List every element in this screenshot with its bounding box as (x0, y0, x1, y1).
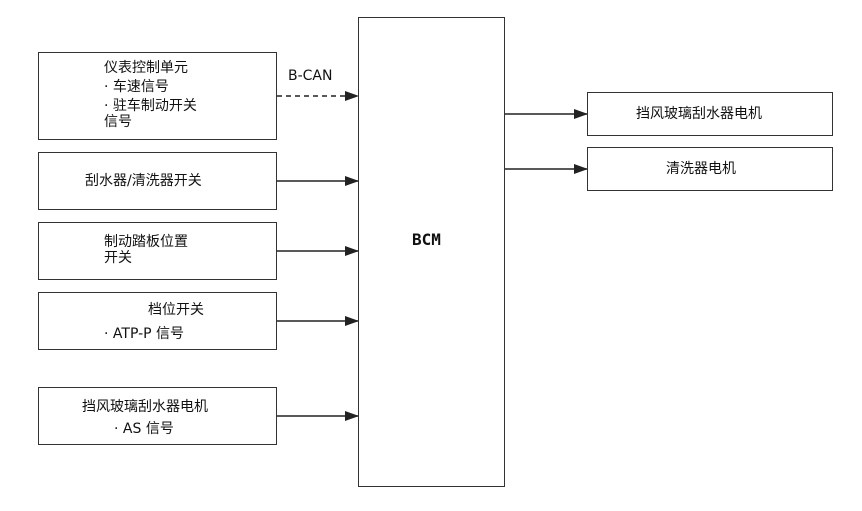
meter-title: 仪表控制单元 (104, 60, 188, 76)
wiper-washer-switch-box (38, 152, 277, 210)
wiper-washer-switch-label: 刮水器/清洗器开关 (85, 173, 202, 189)
gear-switch-label: 档位开关 (148, 302, 204, 318)
gear-switch-box (38, 292, 277, 350)
bcm-label: BCM (412, 230, 441, 249)
wiper-motor-input-box (38, 387, 277, 445)
meter-parking-brake-signal: · 驻车制动开关 (104, 98, 197, 114)
wiper-motor-input-label: 挡风玻璃刮水器电机 (82, 399, 208, 415)
brake-pedal-switch-box (38, 222, 277, 280)
bcm-module (358, 17, 505, 487)
washer-motor-label: 清洗器电机 (666, 161, 736, 177)
meter-speed-signal: · 车速信号 (104, 79, 169, 95)
wiper-motor-as-signal: · AS 信号 (114, 421, 174, 437)
brake-pedal-switch-label-cont: 开关 (104, 250, 132, 266)
gear-atp-p-signal: · ATP-P 信号 (104, 326, 185, 342)
washer-motor-box (587, 147, 833, 191)
meter-parking-brake-signal-cont: 信号 (104, 114, 132, 130)
brake-pedal-switch-label: 制动踏板位置 (104, 234, 188, 250)
wiper-motor-output-box (587, 92, 833, 136)
meter-control-unit-box (38, 52, 277, 140)
can-bus-label: B-CAN (288, 68, 333, 84)
wiper-motor-output-label: 挡风玻璃刮水器电机 (636, 106, 762, 122)
